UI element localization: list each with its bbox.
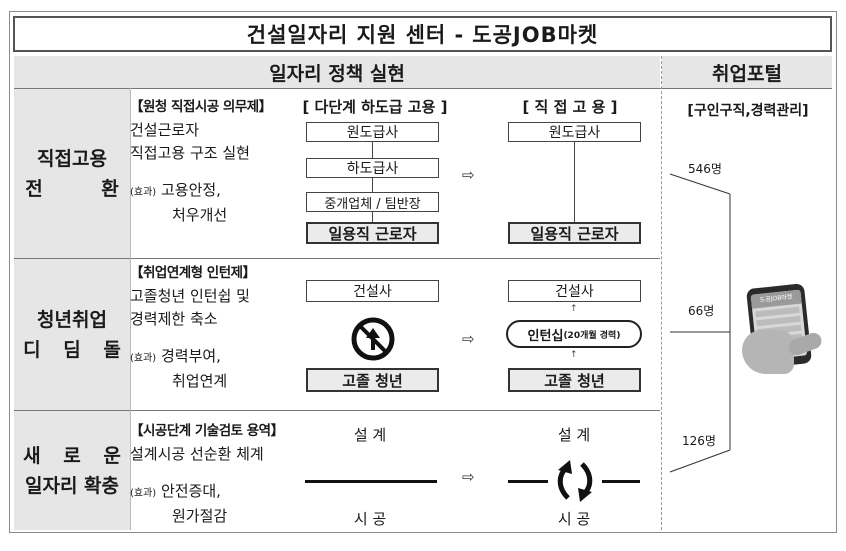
label-construction-left: 시 공: [353, 510, 387, 528]
arrow-right-icon: ⇨: [462, 468, 475, 486]
box-broker: 중개업체 / 팀반장: [306, 192, 439, 212]
count-youth: 66명: [688, 304, 715, 318]
portal-connector-lines: [669, 173, 731, 473]
content-frame: [9, 11, 837, 533]
row2-description: 【취업연계형 인턴제】 고졸청년 인턴쉽 및 경력제한 축소 (효과) 경력부여…: [130, 265, 256, 390]
connector: [372, 142, 373, 158]
phone-app-title: 도공JOB마켓: [750, 289, 802, 309]
portal-subheader: [구인구직,경력관리]: [687, 103, 809, 119]
grid-line: [130, 88, 131, 530]
row3-description: 【시공단계 기술검토 용역】 설계시공 선순환 체계 (효과) 안전증대, 원가…: [130, 423, 284, 525]
internship-pill: 인턴십(20개월 경력): [506, 320, 642, 348]
box-subcontractor: 하도급사: [306, 158, 439, 178]
up-arrow-icon: ↑: [570, 304, 578, 314]
page-title: 건설일자리 지원 센터 - 도공JOB마켓: [13, 16, 832, 52]
divider-bar: [602, 480, 640, 483]
box-day-laborer-right: 일용직 근로자: [508, 222, 641, 244]
row-label-new-jobs: 새 로 운 일자리 확충: [14, 411, 130, 530]
label-construction-right: 시 공: [557, 510, 591, 528]
label-direct-hire: [ 직 접 고 용 ]: [522, 98, 618, 116]
grid-line: [14, 88, 832, 89]
cycle-arrows-icon: [557, 460, 593, 502]
title-main: 건설일자리 지원 센터 -: [246, 23, 465, 47]
connector: [372, 212, 373, 222]
row1-description: 【원청 직접시공 의무제】 건설근로자 직접고용 구조 실현 (효과) 고용안정…: [130, 99, 272, 224]
box-prime-contractor: 원도급사: [306, 122, 439, 142]
up-arrow-icon: ↑: [570, 350, 578, 360]
grid-line: [14, 410, 660, 411]
grid-line: [14, 258, 660, 259]
box-day-laborer-left: 일용직 근로자: [306, 222, 439, 244]
connector: [574, 142, 575, 222]
title-brand: 도공JOB마켓: [472, 23, 599, 47]
label-design-left: 설 계: [353, 426, 387, 444]
arrow-right-icon: ⇨: [462, 166, 475, 184]
label-multi-tier: [ 다단계 하도급 고용 ]: [302, 98, 448, 116]
header-portal: 취업포털: [662, 56, 832, 88]
arrow-right-icon: ⇨: [462, 330, 475, 348]
divider-bar: [305, 480, 437, 483]
box-construction-co-right: 건설사: [508, 280, 641, 302]
row-label-direct-hire: 직접고용 전 환: [14, 89, 130, 258]
box-youth-left: 고졸 청년: [306, 368, 439, 392]
connector: [372, 178, 373, 192]
no-entry-icon: [351, 317, 395, 361]
header-policy: 일자리 정책 실현: [14, 56, 660, 88]
box-construction-co-left: 건설사: [306, 280, 439, 302]
box-youth-right: 고졸 청년: [508, 368, 641, 392]
column-divider: [661, 56, 662, 530]
count-new-jobs: 126명: [682, 434, 716, 448]
count-direct-hire: 546명: [688, 162, 722, 176]
divider-bar: [508, 480, 548, 483]
row-label-youth: 청년취업 디 딤 돌: [14, 259, 130, 410]
hand-shape: [742, 330, 794, 374]
box-prime-contractor-right: 원도급사: [508, 122, 641, 142]
phone-in-hand-image: 도공JOB마켓: [742, 282, 826, 376]
label-design-right: 설 계: [557, 426, 591, 444]
